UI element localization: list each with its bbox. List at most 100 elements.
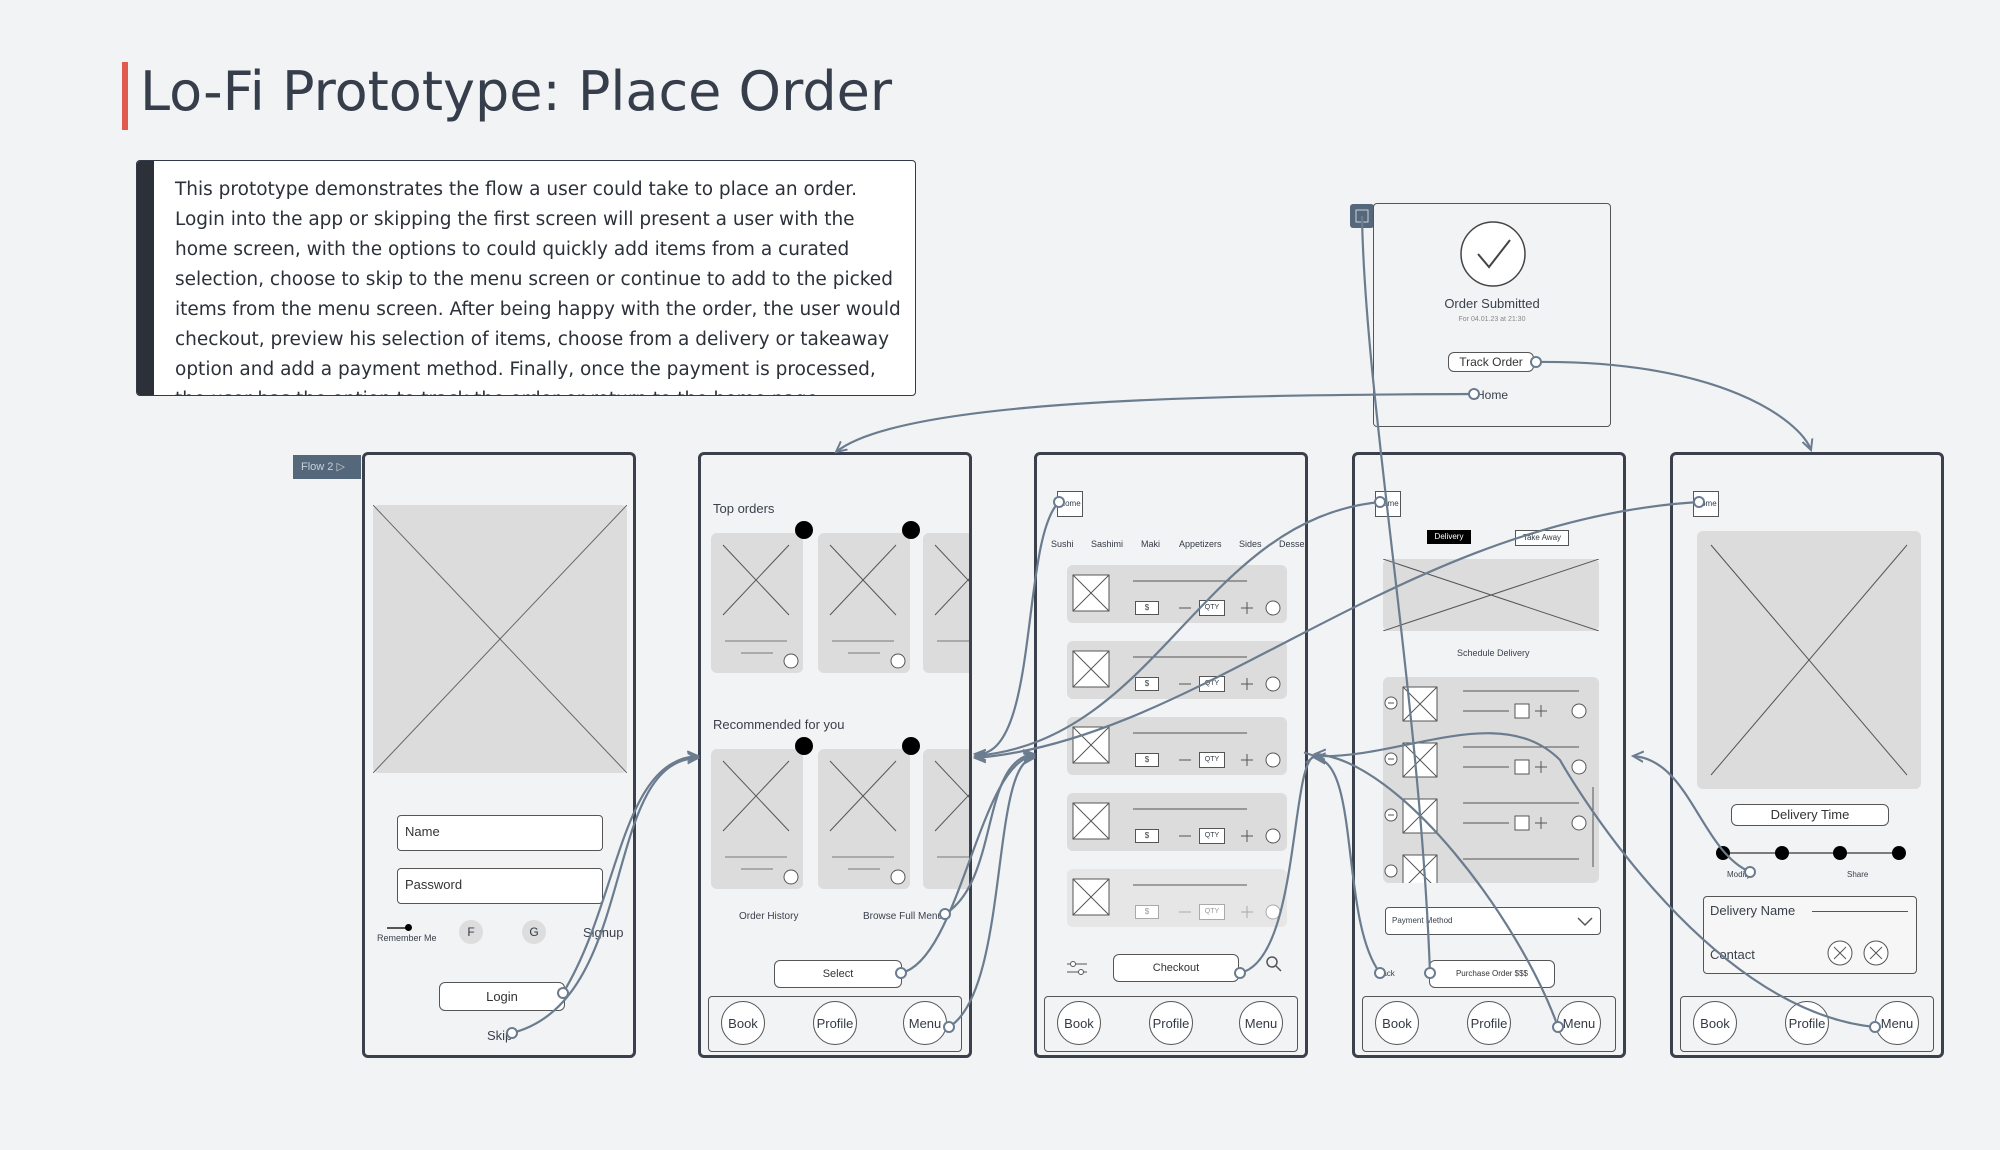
price-tag: $ <box>1135 601 1159 615</box>
track-order-button[interactable]: Track Order <box>1448 352 1534 372</box>
recommended-card[interactable] <box>923 749 969 889</box>
nav-profile-button[interactable]: Profile <box>1467 1001 1511 1045</box>
schedule-delivery-link[interactable]: Schedule Delivery <box>1457 648 1530 658</box>
nav-profile-button[interactable]: Profile <box>1785 1001 1829 1045</box>
order-submitted-title: Order Submitted <box>1444 296 1540 311</box>
qty-field[interactable]: QTY <box>1199 904 1225 920</box>
description-card: This prototype demonstrates the flow a u… <box>136 160 916 396</box>
menu-item-row[interactable]: $ QTY <box>1067 641 1287 699</box>
flow-tag[interactable]: Flow 2 ▷ <box>293 455 361 479</box>
home-link[interactable]: Home <box>1476 388 1509 402</box>
description-stripe <box>137 161 154 395</box>
recommended-card[interactable] <box>818 749 910 889</box>
browse-menu-link[interactable]: Browse Full Menu <box>863 911 944 922</box>
external-link-icon[interactable] <box>1350 204 1374 228</box>
takeaway-toggle[interactable]: Take Away <box>1515 530 1569 546</box>
nav-book-button[interactable]: Book <box>721 1001 765 1045</box>
google-login-button[interactable]: G <box>522 920 546 944</box>
delivery-screen: Home Delivery Time Modify Share Delivery… <box>1670 452 1944 1058</box>
top-order-card[interactable] <box>923 533 969 673</box>
category-tab[interactable]: Maki <box>1141 539 1161 549</box>
checkout-button[interactable]: Checkout <box>1113 954 1239 982</box>
title-accent-bar <box>122 62 128 130</box>
category-tab[interactable]: Sashimi <box>1091 539 1124 549</box>
message-icon <box>1863 940 1889 966</box>
delivery-toggle[interactable]: Delivery <box>1427 530 1471 544</box>
badge-dot <box>902 737 920 755</box>
menu-item-row[interactable]: $ QTY <box>1067 793 1287 851</box>
share-link[interactable]: Share <box>1847 870 1869 879</box>
home-button[interactable]: Home <box>1057 491 1083 517</box>
checkmark-icon <box>1460 221 1526 287</box>
remember-me-label: Remember Me <box>377 933 437 943</box>
name-field[interactable]: Name <box>397 815 603 851</box>
nav-profile-button[interactable]: Profile <box>813 1001 857 1045</box>
home-button[interactable]: Home <box>1375 491 1401 517</box>
map-placeholder <box>1383 559 1599 631</box>
payment-method-select[interactable]: Payment Method <box>1385 907 1601 935</box>
back-link[interactable]: Back <box>1377 969 1395 978</box>
price-tag: $ <box>1135 829 1159 843</box>
home-screen: Top orders Recommended for you Order His… <box>698 452 972 1058</box>
checkout-screen: Home Delivery Take Away Schedule Deliver… <box>1352 452 1626 1058</box>
menu-screen: Home Sushi Sashimi Maki Appetizers Sides… <box>1034 452 1308 1058</box>
progress-stepper <box>1716 846 1906 860</box>
menu-item-row[interactable]: $ QTY <box>1067 717 1287 775</box>
badge-dot <box>902 521 920 539</box>
signup-link[interactable]: Signup <box>583 925 624 940</box>
hero-image-placeholder <box>373 505 627 773</box>
order-submitted-screen: Order Submitted For 04.01.23 at 21:30 Tr… <box>1373 203 1611 427</box>
map-placeholder <box>1697 531 1921 789</box>
category-tab[interactable]: Sides <box>1239 539 1262 549</box>
nav-profile-button[interactable]: Profile <box>1149 1001 1193 1045</box>
price-tag: $ <box>1135 905 1159 919</box>
login-button[interactable]: Login <box>439 982 565 1011</box>
login-screen: Name Password Remember Me F G Signup Log… <box>362 452 636 1058</box>
qty-field[interactable]: QTY <box>1199 828 1225 844</box>
price-tag: $ <box>1135 753 1159 767</box>
skip-link[interactable]: Skip <box>487 1028 513 1043</box>
password-field[interactable]: Password <box>397 868 603 904</box>
category-tab[interactable]: Desse <box>1279 539 1305 549</box>
qty-field[interactable]: QTY <box>1199 752 1225 768</box>
nav-menu-button[interactable]: Menu <box>1557 1001 1601 1045</box>
delivery-info-card: Delivery Name Contact <box>1703 896 1917 974</box>
facebook-login-button[interactable]: F <box>459 920 483 944</box>
menu-item-row[interactable]: $ QTY <box>1067 869 1287 927</box>
order-items-list <box>1383 677 1599 883</box>
nav-menu-button[interactable]: Menu <box>1875 1001 1919 1045</box>
play-icon: ▷ <box>336 461 345 473</box>
nav-book-button[interactable]: Book <box>1375 1001 1419 1045</box>
remember-toggle[interactable] <box>387 927 409 929</box>
top-order-card[interactable] <box>818 533 910 673</box>
category-tab[interactable]: Sushi <box>1051 539 1074 549</box>
nav-book-button[interactable]: Book <box>1693 1001 1737 1045</box>
top-order-card[interactable] <box>711 533 803 673</box>
modify-link[interactable]: Modify <box>1727 870 1751 879</box>
delivery-time-button[interactable]: Delivery Time <box>1731 804 1889 826</box>
menu-item-row[interactable]: $ QTY <box>1067 565 1287 623</box>
order-history-link[interactable]: Order History <box>739 911 799 922</box>
contact-icons <box>1827 940 1889 966</box>
order-date: For 04.01.23 at 21:30 <box>1458 316 1526 323</box>
select-button[interactable]: Select <box>774 960 902 988</box>
remember-toggle-knob <box>405 924 412 931</box>
qty-field[interactable]: QTY <box>1199 676 1225 692</box>
filter-icon[interactable] <box>1067 961 1087 975</box>
call-icon <box>1827 940 1853 966</box>
search-icon[interactable] <box>1265 955 1283 973</box>
top-orders-heading: Top orders <box>713 501 775 516</box>
recommended-card[interactable] <box>711 749 803 889</box>
page-title: Lo-Fi Prototype: Place Order <box>140 60 893 123</box>
bottom-nav: Book Profile Menu <box>1680 996 1934 1052</box>
category-tab[interactable]: Appetizers <box>1179 539 1222 549</box>
recommended-heading: Recommended for you <box>713 717 845 732</box>
description-text: This prototype demonstrates the flow a u… <box>175 179 901 395</box>
purchase-order-button[interactable]: Purchase Order $$$ <box>1429 960 1555 988</box>
qty-field[interactable]: QTY <box>1199 600 1225 616</box>
home-button[interactable]: Home <box>1693 491 1719 517</box>
nav-menu-button[interactable]: Menu <box>1239 1001 1283 1045</box>
nav-book-button[interactable]: Book <box>1057 1001 1101 1045</box>
nav-menu-button[interactable]: Menu <box>903 1001 947 1045</box>
flow-tag-label: Flow 2 <box>301 461 334 473</box>
